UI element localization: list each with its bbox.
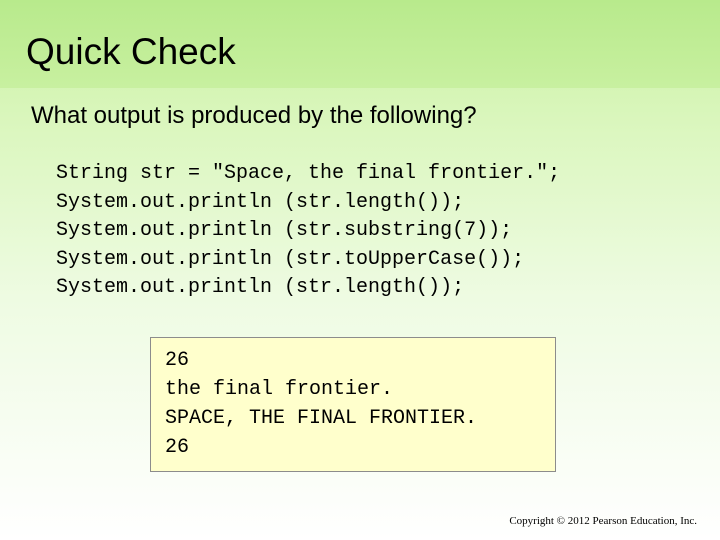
code-line: String str = "Space, the final frontier.…: [56, 162, 561, 185]
code-line: System.out.println (str.length());: [56, 190, 465, 214]
title-band: [0, 0, 720, 88]
slide-title: Quick Check: [26, 31, 236, 72]
output-line: the final frontier.: [165, 378, 394, 401]
question-text: What output is produced by the following…: [31, 102, 477, 129]
copyright-notice: Copyright © 2012 Pearson Education, Inc.: [509, 515, 697, 527]
output-box: 26 the final frontier. SPACE, THE FINAL …: [150, 337, 556, 472]
output-line: SPACE, THE FINAL FRONTIER.: [165, 407, 478, 430]
code-line: System.out.println (str.toUpperCase());: [56, 247, 525, 271]
code-line: System.out.println (str.substring(7));: [56, 219, 513, 242]
code-line: System.out.println (str.length());: [56, 276, 465, 299]
output-line: 26: [165, 436, 190, 459]
output-line: 26: [165, 349, 190, 372]
code-block: String str = "Space, the final frontier.…: [56, 160, 560, 303]
